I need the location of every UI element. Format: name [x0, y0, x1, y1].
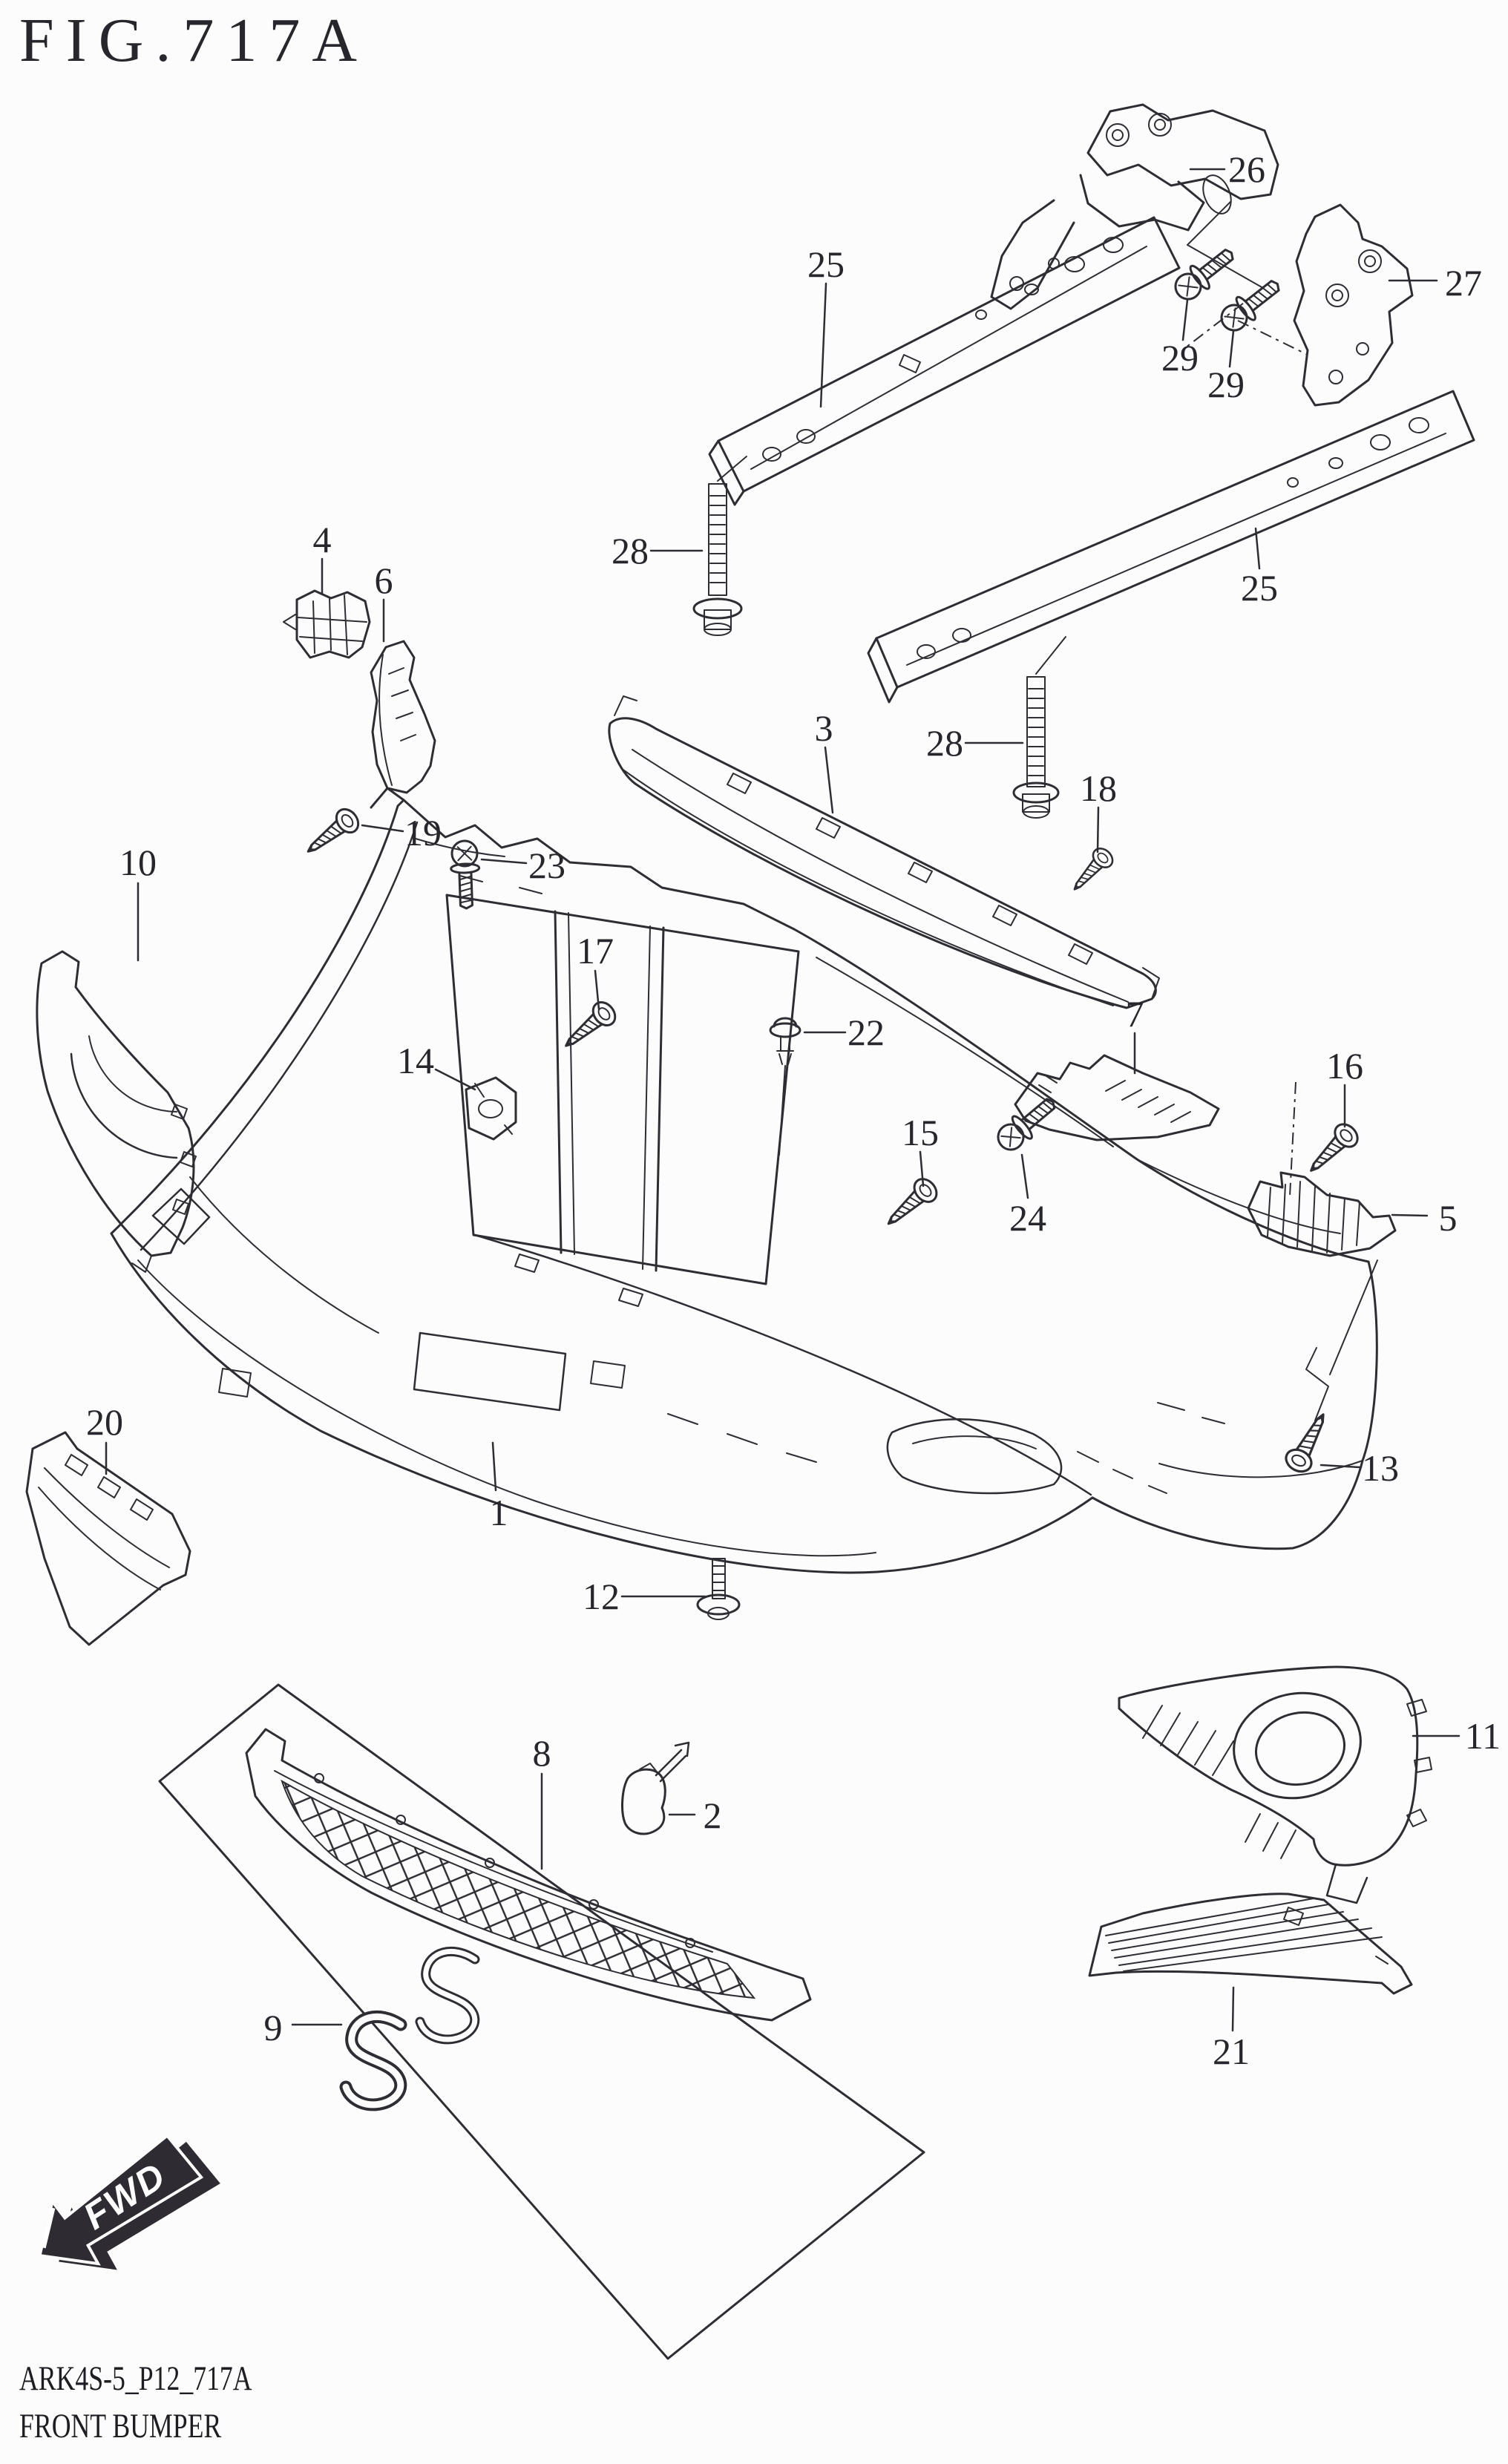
- part-number-label: 7: [1125, 993, 1144, 1035]
- part-number-label: 23: [528, 845, 566, 886]
- part-19-screw: [299, 804, 364, 863]
- part-24-bolt: [991, 1090, 1063, 1157]
- part-number-label: 27: [1445, 262, 1482, 304]
- part-number-label: 20: [86, 1401, 123, 1443]
- part-25-bar-right: [867, 390, 1475, 704]
- part-number-label: 29: [1207, 364, 1245, 405]
- part-number-label: 12: [583, 1576, 620, 1617]
- part-12-stud: [696, 1558, 741, 1620]
- part-26-bracket: [990, 103, 1308, 355]
- fwd-arrow: [38, 2133, 204, 2266]
- leader-line-1: [491, 1441, 497, 1492]
- part-8-front-grille: [245, 1728, 812, 2045]
- leader-line-15: [919, 1150, 925, 1187]
- part-6-bracket: [370, 640, 436, 794]
- part-10-side-piece: [36, 950, 197, 1273]
- part-number-label: 13: [1362, 1447, 1399, 1489]
- part-number-label: 14: [397, 1040, 434, 1081]
- part-number-label: 28: [926, 722, 963, 764]
- part-number-label: 18: [1080, 767, 1117, 809]
- part-13-screw: [1281, 1347, 1337, 1478]
- part-3-upper-grille: [608, 695, 1160, 1009]
- part-11-fog-bezel: [1118, 1665, 1432, 1904]
- part-27-bracket: [1293, 203, 1414, 407]
- part-number-label: 26: [1228, 148, 1265, 190]
- leader-line-5: [1391, 1213, 1429, 1217]
- figure-title: FIG.717A: [19, 6, 370, 75]
- part-22-clip: [769, 1017, 801, 1156]
- part-28-bolt-right: [1012, 636, 1066, 819]
- part-number-label: 11: [1464, 1715, 1501, 1757]
- leader-line-19: [361, 824, 404, 833]
- part-number-label: 2: [703, 1795, 722, 1836]
- footer-caption: FRONT BUMPER: [19, 2407, 222, 2445]
- part-number-label: 24: [1009, 1197, 1046, 1239]
- leader-line-25: [819, 282, 827, 408]
- footer-code: ARK4S-5_P12_717A: [19, 2359, 252, 2398]
- part-number-label: 4: [312, 519, 332, 560]
- part-number-label: 21: [1213, 2031, 1250, 2072]
- part-number-label: 16: [1326, 1045, 1363, 1087]
- part-number-label: 29: [1161, 337, 1199, 379]
- part-number-label: 5: [1438, 1197, 1458, 1239]
- leader-line-17: [594, 969, 600, 1011]
- part-number-label: 9: [263, 2007, 283, 2048]
- part-29-bolt-b: [1214, 271, 1288, 338]
- leader-line-25: [1254, 527, 1261, 570]
- part-15-screw: [879, 1173, 942, 1234]
- grille-box: [158, 1683, 925, 2360]
- part-28-bolt-left: [692, 456, 747, 636]
- leader-line-29: [1181, 298, 1189, 341]
- part-number-label: 3: [814, 707, 833, 749]
- part-21-lower-trim: [1088, 1893, 1413, 1995]
- part-number-label: 22: [848, 1012, 885, 1053]
- part-1-bumper-face: [110, 787, 1378, 1574]
- leader-line-23: [480, 858, 528, 865]
- leader-line-29: [1228, 330, 1235, 368]
- part-20-extension: [25, 1431, 191, 1646]
- part-number-label: 10: [119, 842, 157, 883]
- part-number-label: 25: [807, 243, 845, 285]
- part-14-clip-nut: [465, 1076, 517, 1141]
- part-number-label: 17: [577, 930, 614, 971]
- leader-lines: [105, 168, 1461, 2032]
- part-7-bracket: [1014, 1054, 1220, 1141]
- leader-line-13: [1320, 1464, 1361, 1469]
- part-5-side-holder: [1247, 1081, 1397, 1375]
- leader-line-14: [434, 1068, 476, 1091]
- part-number-label: 15: [902, 1112, 939, 1153]
- leader-line-24: [1020, 1153, 1029, 1199]
- part-17-screw: [557, 997, 621, 1057]
- part-number-label: 19: [404, 812, 442, 853]
- part-4-bracket: [283, 589, 371, 659]
- part-16-screw: [1301, 1118, 1363, 1181]
- part-number-label: 25: [1241, 567, 1278, 609]
- part-29-bolt-a: [1168, 240, 1242, 307]
- part-25-bar-left: [708, 216, 1181, 506]
- part-18-screw: [1065, 843, 1118, 898]
- part-number-label: 28: [612, 530, 649, 571]
- part-9-emblem: [339, 2011, 407, 2111]
- leader-line-3: [824, 746, 834, 814]
- part-2-tow-cap: [621, 1741, 690, 1835]
- part-number-label: 6: [374, 560, 393, 601]
- part-number-label: 8: [532, 1732, 551, 1774]
- part-number-label: 1: [489, 1492, 508, 1533]
- fwd-direction-badge: FWD: [12, 2109, 240, 2312]
